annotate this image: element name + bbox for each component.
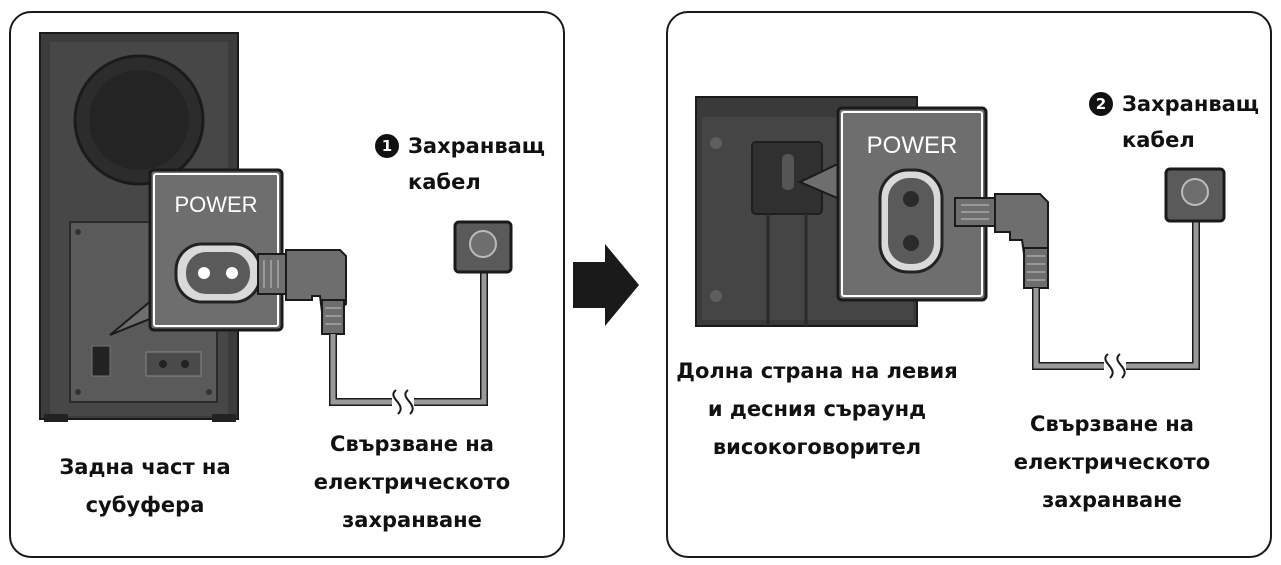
connection-caption-line3: захранване [342, 508, 482, 532]
power-cable [329, 258, 488, 415]
device-caption-line3: високоговорител [712, 435, 922, 459]
device-caption: Задна част на субуфера [56, 448, 234, 524]
power-plug-icon [257, 249, 347, 335]
device-caption: Долна страна на левия и десния съраунд в… [676, 352, 958, 466]
wall-outlet-icon [453, 220, 513, 274]
device-caption-line2: и десния съраунд [707, 397, 927, 421]
power-label: POWER [867, 132, 958, 159]
connection-caption: Свързване на електрическото захранване [1006, 405, 1218, 519]
cable-label-line1: Захранващ [408, 134, 546, 158]
cable-label-line2: кабел [1122, 128, 1195, 152]
arrow-right-icon [573, 244, 639, 326]
device-caption-line1: Долна страна на левия [676, 359, 958, 383]
power-label: POWER [174, 192, 257, 217]
wall-outlet-icon [1164, 167, 1226, 223]
cable-label: 1 Захранващ кабел [375, 128, 565, 200]
power-socket-icon [174, 242, 262, 304]
cable-label-line2: кабел [408, 170, 481, 194]
power-cable [1032, 212, 1200, 379]
step-number-badge: 1 [375, 134, 399, 158]
connection-caption-line3: захранване [1042, 488, 1182, 512]
cable-label: 2 Захранващ кабел [1089, 86, 1269, 158]
connection-caption: Свързване на електрическото захранване [306, 425, 518, 539]
cable-label-line1: Захранващ [1122, 92, 1260, 116]
connection-caption-line1: Свързване на [330, 432, 494, 456]
device-caption-line1: Задна част на [59, 455, 231, 479]
power-socket-icon [878, 168, 944, 274]
device-caption-line2: субуфера [85, 493, 205, 517]
step-number-badge: 2 [1089, 92, 1113, 116]
connection-caption-line1: Свързване на [1030, 412, 1194, 436]
connection-caption-line2: електрическото [313, 470, 511, 494]
connection-caption-line2: електрическото [1013, 450, 1211, 474]
